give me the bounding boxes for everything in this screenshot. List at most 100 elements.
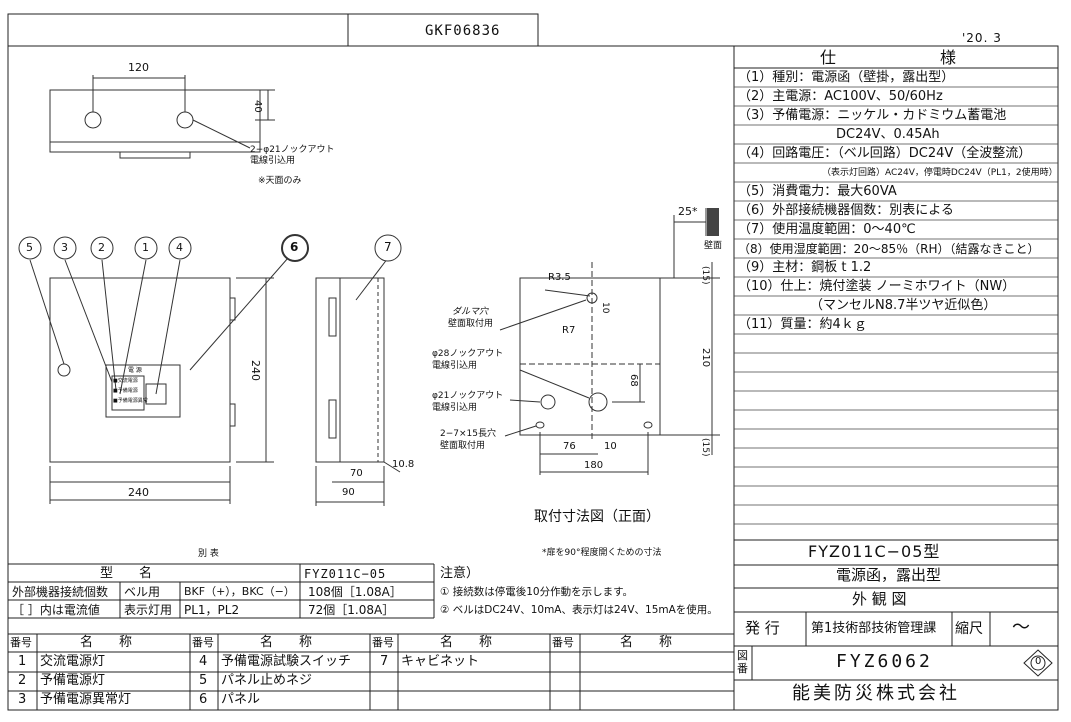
appendix-row2-a: ［ ］内は電流値 (12, 603, 100, 617)
panel-item: ■交流電源 (113, 378, 138, 384)
notes-title: 注意） (440, 566, 480, 581)
daruma-label: ダルマ穴 (452, 307, 489, 317)
knockout-21-label-2: 電線引込用 (432, 403, 478, 413)
spec-row: （3）予備電源：ニッケル・カドミウム蓄電池 (738, 108, 1007, 123)
parts-header-no: 番号 (10, 636, 32, 649)
issue-label: 発 行 (745, 619, 780, 637)
dim-180: 180 (584, 460, 604, 471)
product-name: 電源函，露出型 (836, 566, 942, 584)
dim-r35: R3.5 (548, 272, 571, 283)
top-view (49, 75, 275, 159)
appendix-col-type: 型 名 (100, 566, 153, 581)
spec-row: DC24V、0.45Ah (836, 127, 940, 142)
appendix-row1-d: 108個［1.08A］ (308, 585, 402, 599)
panel-label: 電 源 (128, 367, 142, 374)
dim-wall-25: 25* (678, 205, 698, 218)
revision-number: 0 (1035, 656, 1042, 667)
mounting-view (499, 208, 720, 475)
dim-top-height: 40 (252, 100, 263, 113)
parts-header-no: 番号 (192, 636, 214, 649)
spec-row: （6）外部接続機器個数：別表による (738, 203, 954, 218)
parts-header-no: 番号 (372, 636, 394, 649)
slot-label-2: 壁面取付用 (440, 441, 486, 451)
callout-1: 1 (142, 241, 149, 254)
slot-label: 2−7×15長穴 (440, 429, 496, 439)
knockout-top-label: 2−φ21ノックアウト (250, 145, 335, 155)
callout-7: 7 (384, 240, 392, 254)
part-no: 6 (199, 692, 208, 707)
part-no: 1 (18, 654, 27, 669)
dim-10b: 10 (604, 441, 617, 452)
spec-row: （マンセルN8.7半ツヤ近似色） (810, 298, 997, 313)
dim-side-90: 90 (342, 487, 355, 498)
part-name: 交流電源灯 (40, 654, 106, 669)
spec-row: （表示灯回路）AC24V，停電時DC24V（PL1，2使用時） (822, 168, 1056, 178)
revision-diamond (1023, 649, 1053, 677)
spec-row: （11）質量：約4ｋｇ (738, 317, 867, 332)
note-2: ② ベルはDC24V、10mA、表示灯は24V、15mAを使用。 (440, 604, 718, 616)
spec-row: （4）回路電圧：（ベル回路）DC24V（全波整流） (738, 146, 1032, 161)
part-no: 3 (18, 692, 27, 707)
document-code: GKF06836 (425, 23, 501, 39)
part-no: 4 (199, 654, 208, 669)
dim-front-height: 240 (249, 360, 262, 381)
callout-circles (18, 234, 402, 262)
knockout-28-label-2: 電線引込用 (432, 361, 478, 371)
front-view (29, 257, 289, 504)
knockout-28-label: φ28ノックアウト (432, 349, 504, 359)
parts-header-name: 名 称 (440, 635, 493, 650)
dim-68: 68 (628, 374, 639, 387)
appendix-row2-c: PL1，PL2 (184, 603, 240, 617)
note-1: ① 接続数は停電後10分作動を示します。 (440, 586, 634, 598)
callout-4: 4 (176, 241, 183, 254)
part-name: 予備電源試験スイッチ (221, 654, 352, 669)
part-name: 予備電源灯 (40, 673, 106, 688)
callout-5: 5 (26, 241, 33, 254)
appendix-row1-c: BKF（+），BKC（−） (184, 585, 295, 598)
parts-header-name: 名 称 (260, 635, 313, 650)
part-no: 2 (18, 673, 27, 688)
dim-r7: R7 (562, 325, 576, 336)
mounting-title: 取付寸法図（正面） (534, 509, 660, 525)
daruma-label-2: 壁面取付用 (448, 319, 494, 329)
spec-row: （5）消費電力：最大60VA (738, 184, 897, 199)
parts-header-name: 名 称 (80, 635, 133, 650)
issuing-department: 第1技術部技術管理課 (811, 621, 937, 636)
parts-header-name: 名 称 (620, 635, 673, 650)
model-name: FYZ011C−05型 (808, 542, 941, 561)
wall-hatch (707, 208, 719, 236)
view-name: 外 観 図 (852, 590, 907, 608)
dim-side-70: 70 (350, 468, 363, 479)
dim-15-top: (15) (700, 266, 710, 285)
spec-row: （2）主電源：AC100V、50/60Hz (738, 89, 943, 104)
part-no: 5 (199, 673, 208, 688)
callout-6: 6 (290, 240, 299, 254)
spec-row: （8）使用湿度範囲：20～85％（RH）（結露なきこと） (738, 242, 1040, 256)
panel-item: ■予備電源 (113, 388, 138, 394)
door-note: *扉を90°程度開くための寸法 (542, 548, 662, 558)
part-no: 7 (380, 654, 389, 669)
scale-label: 縮尺 (955, 621, 983, 637)
dim-76: 76 (563, 441, 576, 452)
spec-title-1: 仕 (820, 48, 837, 67)
drawing-number-label: 図番 (737, 649, 748, 675)
dim-210: 210 (700, 348, 711, 368)
wall-label: 壁面 (704, 241, 723, 251)
spec-row: （1）種別：電源函（壁掛，露出型） (738, 70, 955, 85)
callout-2: 2 (98, 241, 105, 254)
dim-10: 10 (600, 302, 610, 314)
dim-top-width: 120 (128, 61, 149, 74)
spec-title-2: 様 (940, 48, 957, 67)
appendix-row1-b: ベル用 (124, 585, 161, 599)
dim-front-width: 240 (128, 486, 149, 499)
knockout-top-label-2: 電線引込用 (250, 156, 296, 166)
appendix-row2-d: 72個［1.08A］ (308, 603, 395, 617)
part-name: キャビネット (401, 654, 480, 669)
dim-side-10-8: 10.8 (392, 459, 415, 470)
revision-date: '20. 3 (962, 31, 1002, 45)
top-only-note: ※天面のみ (258, 176, 302, 186)
spec-row: （7）使用温度範囲：0～40℃ (738, 222, 916, 237)
appendix-row1-a: 外部機器接続個数 (12, 585, 109, 599)
parts-header-no: 番号 (552, 636, 574, 649)
